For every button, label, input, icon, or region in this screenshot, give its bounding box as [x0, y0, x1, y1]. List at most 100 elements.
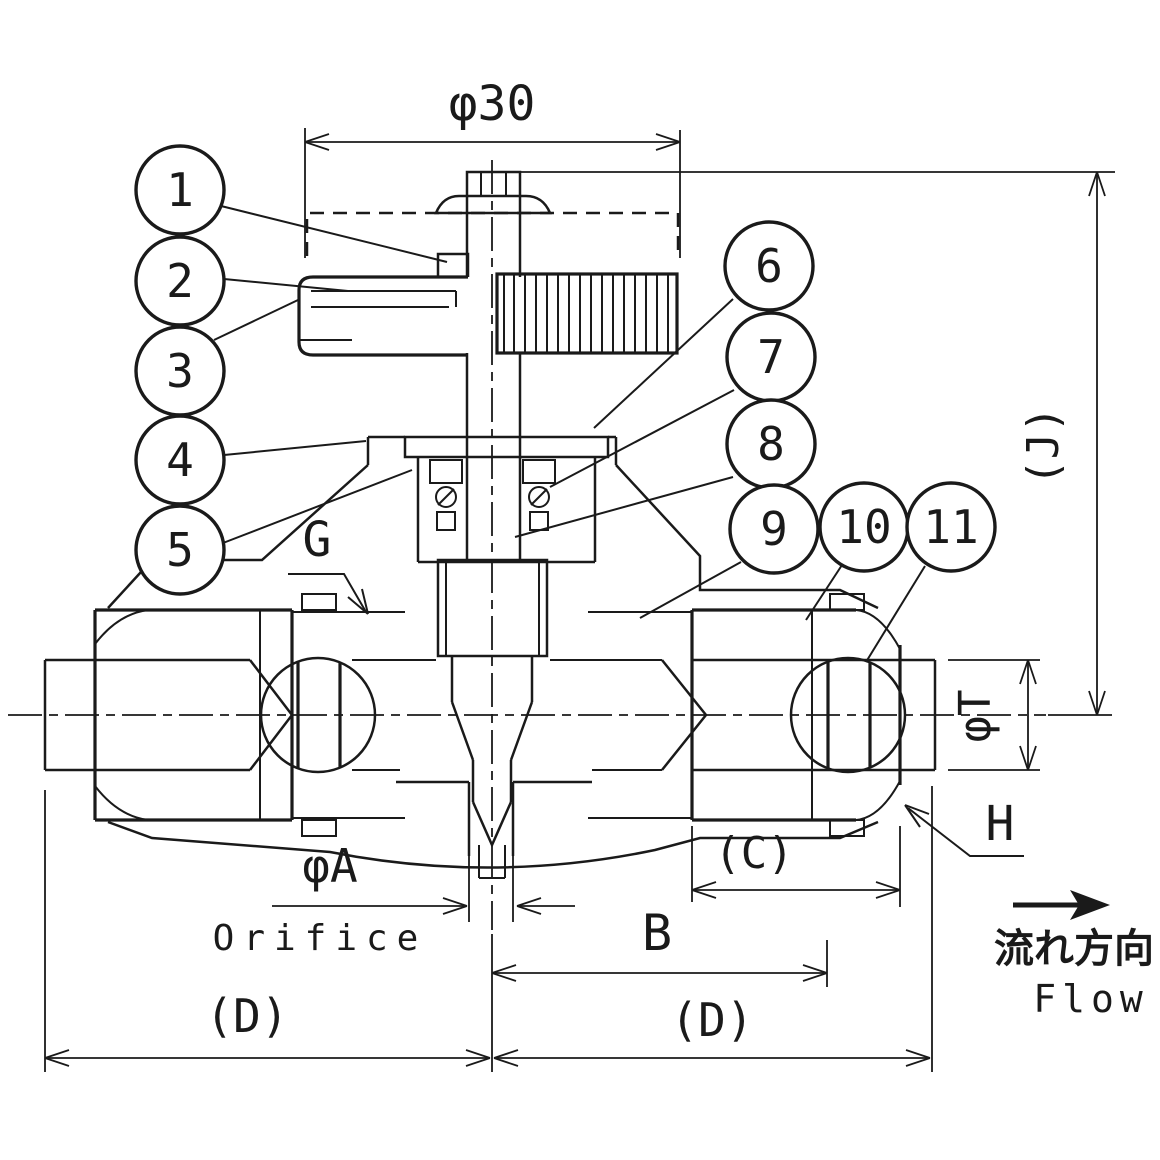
stem-narrow [450, 656, 534, 702]
callout-number-7: 7 [757, 330, 785, 384]
left-ferrule-ball [259, 656, 377, 774]
orifice-walls [467, 782, 515, 856]
dim-c: (C) [691, 826, 901, 907]
dim-phi30-arrows [304, 133, 681, 151]
left-union-nut [93, 608, 294, 822]
right-tube-stub [692, 658, 937, 772]
handle-washer [434, 194, 552, 215]
callout-number-3: 3 [166, 344, 194, 398]
label-g-arrowhead [347, 588, 369, 615]
label-h-leader [907, 807, 1024, 857]
callout-circle-6 [723, 220, 815, 312]
stem-top-nut [465, 170, 522, 213]
handle-arm [297, 275, 468, 357]
right-ferrule-faces [826, 662, 872, 768]
body-port-threads [292, 611, 692, 819]
left-nut-detail [94, 609, 261, 821]
right-ferrule-collar-bottom [829, 819, 865, 837]
packing-ball-left [435, 486, 457, 508]
needle-guide-recess [478, 845, 506, 879]
orifice-label: Orifice [213, 918, 428, 959]
label-h: H [986, 796, 1015, 852]
flow-label-jp: 流れ方向 [994, 926, 1154, 972]
label-h-arrowhead [904, 804, 930, 828]
flow-label-en: Flow [1033, 977, 1149, 1021]
dim-d-right-arrows [493, 1049, 931, 1067]
callout-leaders [212, 203, 926, 663]
packing-ball-right [528, 486, 550, 508]
leader-8 [514, 476, 734, 538]
leader-2 [223, 278, 349, 292]
handle-arm-slot [299, 290, 457, 341]
dim-phi-t-arrows [1019, 659, 1037, 771]
label-g: G [303, 512, 332, 568]
body-dome-top [366, 435, 618, 465]
callout-circle-4 [134, 414, 226, 506]
leader-1 [212, 203, 448, 263]
dim-j-arrows [1088, 171, 1106, 716]
left-flow-cone [249, 659, 294, 771]
stem-mid [465, 353, 522, 437]
leader-9 [639, 561, 742, 619]
needle-tip [471, 801, 513, 849]
handle-knurled-knob [495, 272, 679, 355]
stem-thread-lines [445, 560, 540, 656]
gland-left [429, 459, 463, 484]
callout-number-1: 1 [166, 163, 194, 217]
stem-upper [465, 213, 522, 277]
leader-7 [549, 389, 735, 488]
reference-labels: G H [288, 512, 1024, 857]
dim-phi30: φ30 [304, 76, 681, 258]
bonnet-assembly [403, 435, 610, 564]
packing-lower-left [436, 511, 456, 531]
body-port-bores [352, 659, 662, 771]
body-bottom-outline [107, 820, 879, 869]
flow-arrow-head [1070, 890, 1110, 920]
handle-set-screw [436, 252, 470, 277]
leader-4 [223, 440, 367, 456]
dim-phi-a-label: φA [302, 839, 357, 893]
dim-b-label: B [642, 904, 672, 962]
leader-10 [805, 564, 843, 621]
left-ferrule-collar-bottom [301, 819, 337, 837]
left-fitting [43, 593, 377, 837]
bonnet-flange [403, 435, 610, 459]
knurl-hatching [503, 274, 669, 353]
right-fitting [661, 593, 937, 837]
callout-circle-2 [134, 235, 226, 327]
callout-number-8: 8 [757, 417, 785, 471]
body-right-shoulder [615, 464, 879, 610]
dim-j: (J) [520, 171, 1115, 716]
dim-phi-t-label: φT [950, 690, 1001, 743]
right-ferrule-ball [789, 656, 907, 774]
leader-5 [222, 469, 413, 544]
stem-thread-block [436, 558, 549, 658]
callout-circle-5 [134, 504, 226, 596]
stem-needle [436, 558, 549, 879]
packing-lower-right [529, 511, 549, 531]
stem-in-bonnet [465, 437, 522, 560]
leader-3 [213, 299, 299, 341]
needle-shaft [471, 760, 513, 802]
left-tube-stub [43, 658, 250, 772]
left-ferrule-faces [296, 662, 342, 768]
needle-cone [450, 701, 534, 761]
callout-number-6: 6 [755, 239, 783, 293]
dim-phi-t: φT [948, 659, 1040, 771]
callout-circle-11 [905, 481, 997, 573]
right-union-nut [690, 608, 902, 822]
packing-hatch [437, 488, 548, 506]
stem-top-nut-facets [480, 172, 507, 196]
dim-d-right-label: (D) [670, 993, 753, 1047]
callout-number-4: 4 [166, 433, 194, 487]
dim-c-label: (C) [714, 828, 793, 879]
dim-j-label: (J) [1018, 406, 1069, 485]
right-ferrule-collar-top [829, 593, 865, 611]
leader-6 [593, 298, 734, 429]
leader-11 [865, 565, 926, 663]
callout-balloons [134, 144, 997, 596]
callout-number-2: 2 [166, 254, 194, 308]
left-ferrule-collar-top [301, 593, 337, 611]
